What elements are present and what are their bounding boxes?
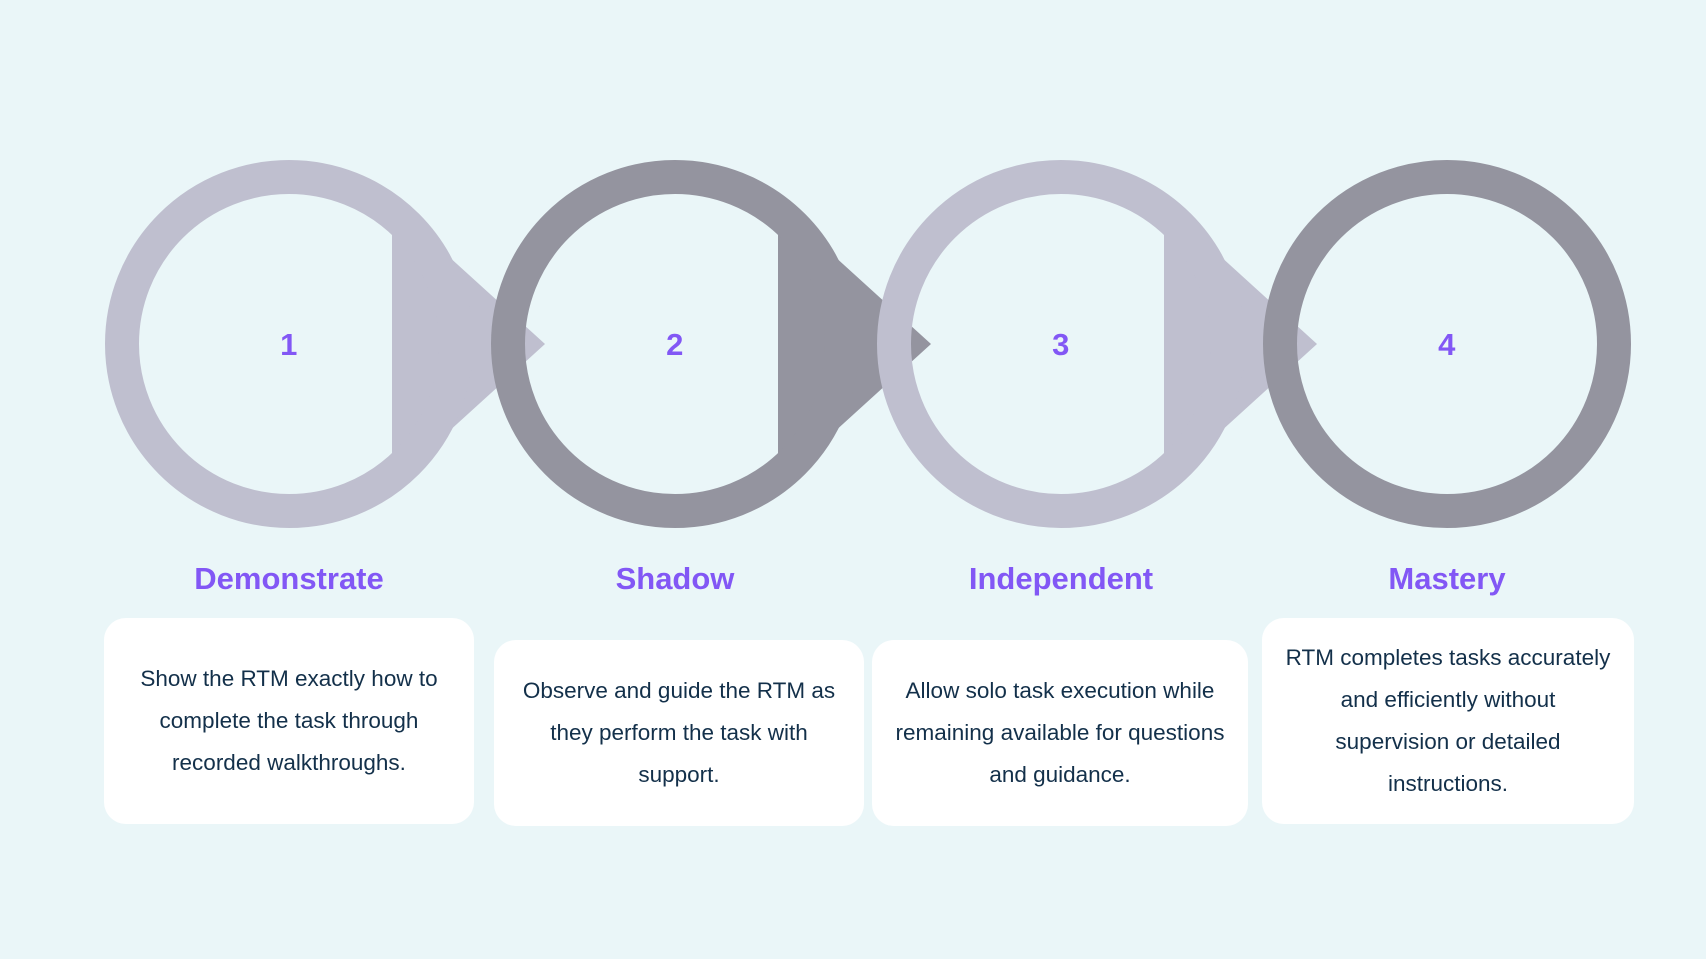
step-2-title: Shadow xyxy=(615,561,735,596)
step-3-card: Allow solo task execution while remainin… xyxy=(872,640,1248,826)
step-1-title: Demonstrate xyxy=(194,561,384,596)
step-4-number: 4 xyxy=(1438,327,1456,362)
step-3-title: Independent xyxy=(968,561,1154,596)
step-3-number: 3 xyxy=(1052,327,1070,362)
step-1-number: 1 xyxy=(280,327,298,362)
step-2-description: Observe and guide the RTM as they perfor… xyxy=(522,677,836,788)
step-2-arrowhead xyxy=(778,205,931,483)
step-4-title: Mastery xyxy=(1388,561,1506,596)
step-4-description: RTM completes tasks accurately and effic… xyxy=(1285,644,1611,797)
step-2-number: 2 xyxy=(666,327,684,362)
step-4-card: RTM completes tasks accurately and effic… xyxy=(1262,618,1634,824)
step-1-card: Show the RTM exactly how to complete the… xyxy=(104,618,474,824)
step-3-arrowhead xyxy=(1164,205,1317,483)
step-1-arrowhead xyxy=(392,205,545,483)
step-1-description: Show the RTM exactly how to complete the… xyxy=(140,665,438,776)
step-2-card: Observe and guide the RTM as they perfor… xyxy=(494,640,864,826)
step-3-description: Allow solo task execution while remainin… xyxy=(895,677,1225,788)
